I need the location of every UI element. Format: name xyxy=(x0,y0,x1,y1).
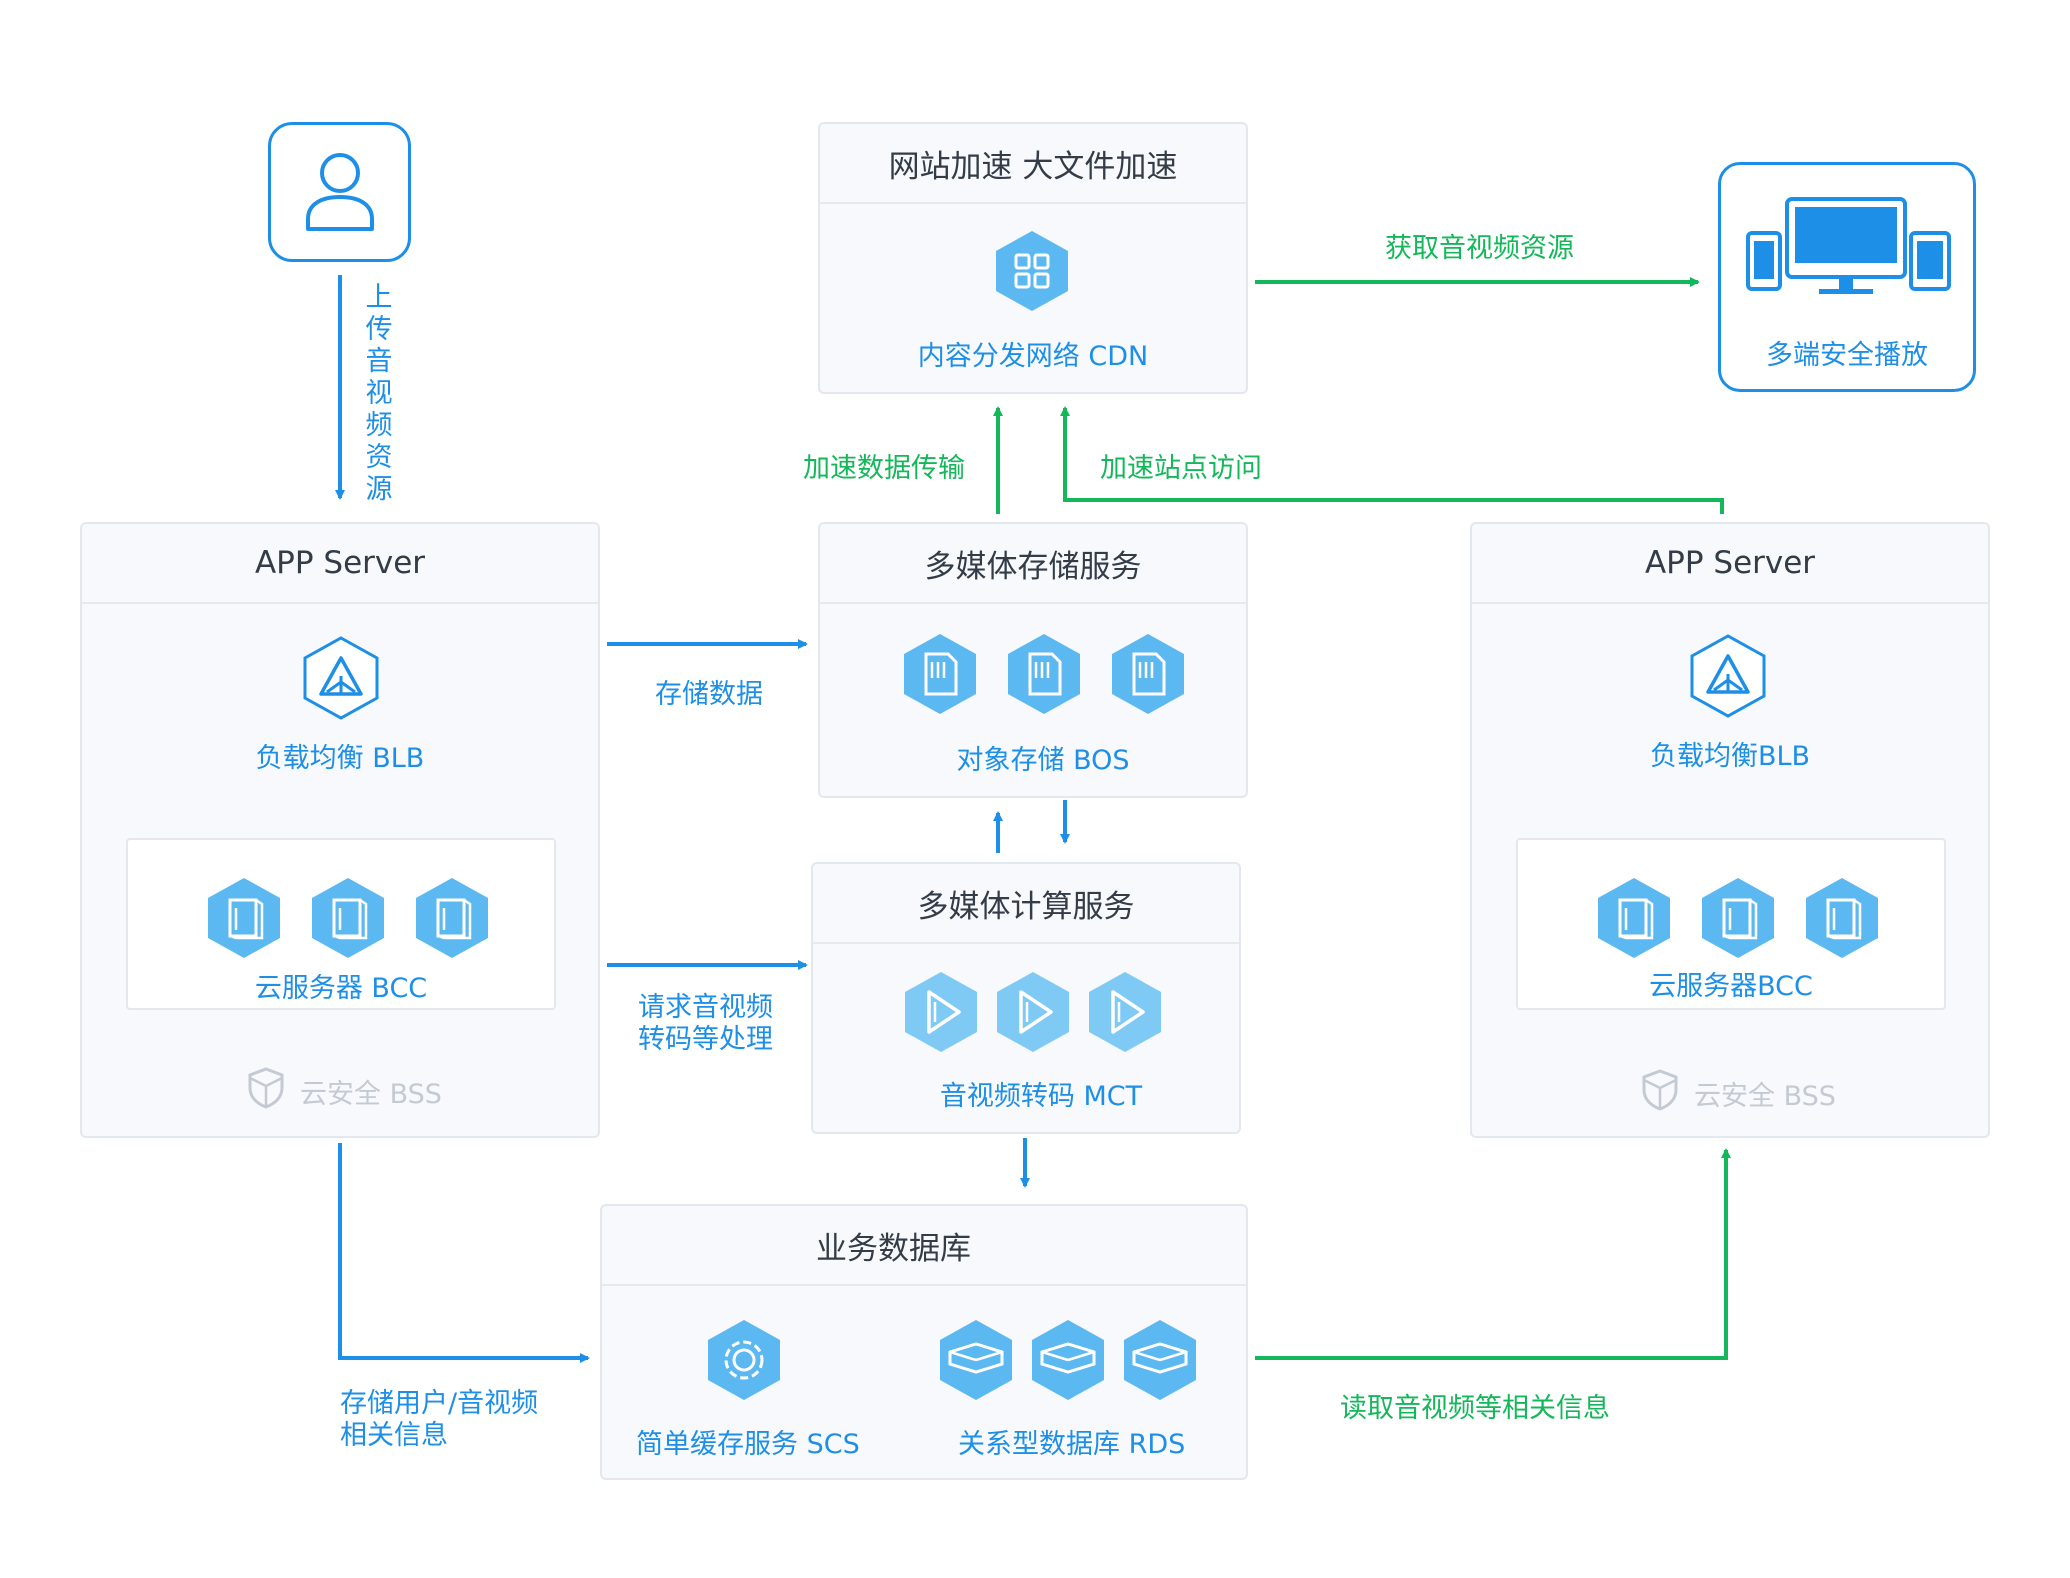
store-data-label: 存储数据 xyxy=(655,679,763,710)
rds-icon-2[interactable] xyxy=(1026,1318,1110,1402)
left-bcc-icon-1[interactable] xyxy=(202,876,286,960)
scs-label: 简单缓存服务 SCS xyxy=(636,1429,860,1460)
bos-icon-1[interactable] xyxy=(898,632,982,716)
playback-label: 多端安全播放 xyxy=(1766,340,1928,371)
mct-label: 音视频转码 MCT xyxy=(939,1081,1143,1112)
cdn-panel: 网站加速 大文件加速 内容分发网络 CDN xyxy=(818,122,1248,394)
user-icon xyxy=(306,153,374,231)
get-media-label: 获取音视频资源 xyxy=(1385,233,1574,264)
scs-icon[interactable] xyxy=(702,1318,786,1402)
right-shield-icon xyxy=(1642,1069,1678,1111)
bos-icon-2[interactable] xyxy=(1002,632,1086,716)
accelerate-access-label: 加速站点访问 xyxy=(1100,453,1262,484)
store-user-info-label: 存储用户/音视频相关信息 xyxy=(340,1388,539,1451)
user-node[interactable] xyxy=(268,122,411,262)
mct-icon-2[interactable] xyxy=(991,970,1075,1054)
right-blb-label: 负载均衡BLB xyxy=(1649,741,1811,772)
mct-icon-1[interactable] xyxy=(899,970,983,1054)
right-bcc-panel: 云服务器BCC xyxy=(1516,838,1946,1010)
right-bcc-icon-3[interactable] xyxy=(1800,876,1884,960)
cdn-service-label: 内容分发网络 CDN xyxy=(917,341,1149,372)
database-header: 业务数据库 xyxy=(602,1206,1246,1286)
arrow-rightserver-to-cdn xyxy=(1060,406,1724,514)
right-bcc-icon-1[interactable] xyxy=(1592,876,1676,960)
database-panel: 业务数据库 简单缓存服务 SCS 关系型数据库 RDS xyxy=(600,1204,1248,1480)
arrow-server-to-database xyxy=(338,1143,590,1363)
rds-label: 关系型数据库 RDS xyxy=(958,1429,1186,1460)
playback-node[interactable]: 多端安全播放 xyxy=(1718,162,1976,392)
left-bcc-label: 云服务器 BCC xyxy=(254,973,428,1004)
left-blb-label: 负载均衡 BLB xyxy=(255,743,425,774)
right-bcc-icon-2[interactable] xyxy=(1696,876,1780,960)
storage-panel: 多媒体存储服务 对象存储 BOS xyxy=(818,522,1248,798)
bos-label: 对象存储 BOS xyxy=(956,745,1130,776)
left-server-header: APP Server xyxy=(82,524,598,604)
bos-icon-3[interactable] xyxy=(1106,632,1190,716)
left-bcc-panel: 云服务器 BCC xyxy=(126,838,556,1010)
right-app-server: APP Server 负载均衡BLB 云服务器BCC xyxy=(1470,522,1990,1138)
request-transcode-label: 请求音视频转码等处理 xyxy=(638,992,773,1055)
right-server-header: APP Server xyxy=(1472,524,1988,604)
cdn-header: 网站加速 大文件加速 xyxy=(820,124,1246,204)
left-bcc-icon-2[interactable] xyxy=(306,876,390,960)
multi-device-icon xyxy=(1746,197,1951,294)
left-blb-icon[interactable] xyxy=(299,636,383,720)
left-security-label: 云安全 BSS xyxy=(300,1079,442,1110)
cdn-icon[interactable] xyxy=(990,229,1074,313)
right-blb-icon[interactable] xyxy=(1686,634,1770,718)
compute-panel: 多媒体计算服务 音视频转码 MCT xyxy=(811,862,1241,1134)
storage-header: 多媒体存储服务 xyxy=(820,524,1246,604)
mct-icon-3[interactable] xyxy=(1083,970,1167,1054)
upload-label: 上传音视频资源 xyxy=(365,282,393,505)
right-security-label: 云安全 BSS xyxy=(1694,1081,1836,1112)
accelerate-transfer-label: 加速数据传输 xyxy=(803,453,965,484)
left-app-server: APP Server 负载均衡 BLB 云服务器 BCC xyxy=(80,522,600,1138)
arrow-database-to-rightserver xyxy=(1255,1148,1731,1360)
rds-icon-3[interactable] xyxy=(1118,1318,1202,1402)
right-bcc-label: 云服务器BCC xyxy=(1649,971,1813,1002)
left-bcc-icon-3[interactable] xyxy=(410,876,494,960)
read-info-label: 读取音视频等相关信息 xyxy=(1340,1393,1610,1424)
compute-header: 多媒体计算服务 xyxy=(813,864,1239,944)
rds-icon-1[interactable] xyxy=(934,1318,1018,1402)
left-shield-icon xyxy=(248,1067,284,1109)
